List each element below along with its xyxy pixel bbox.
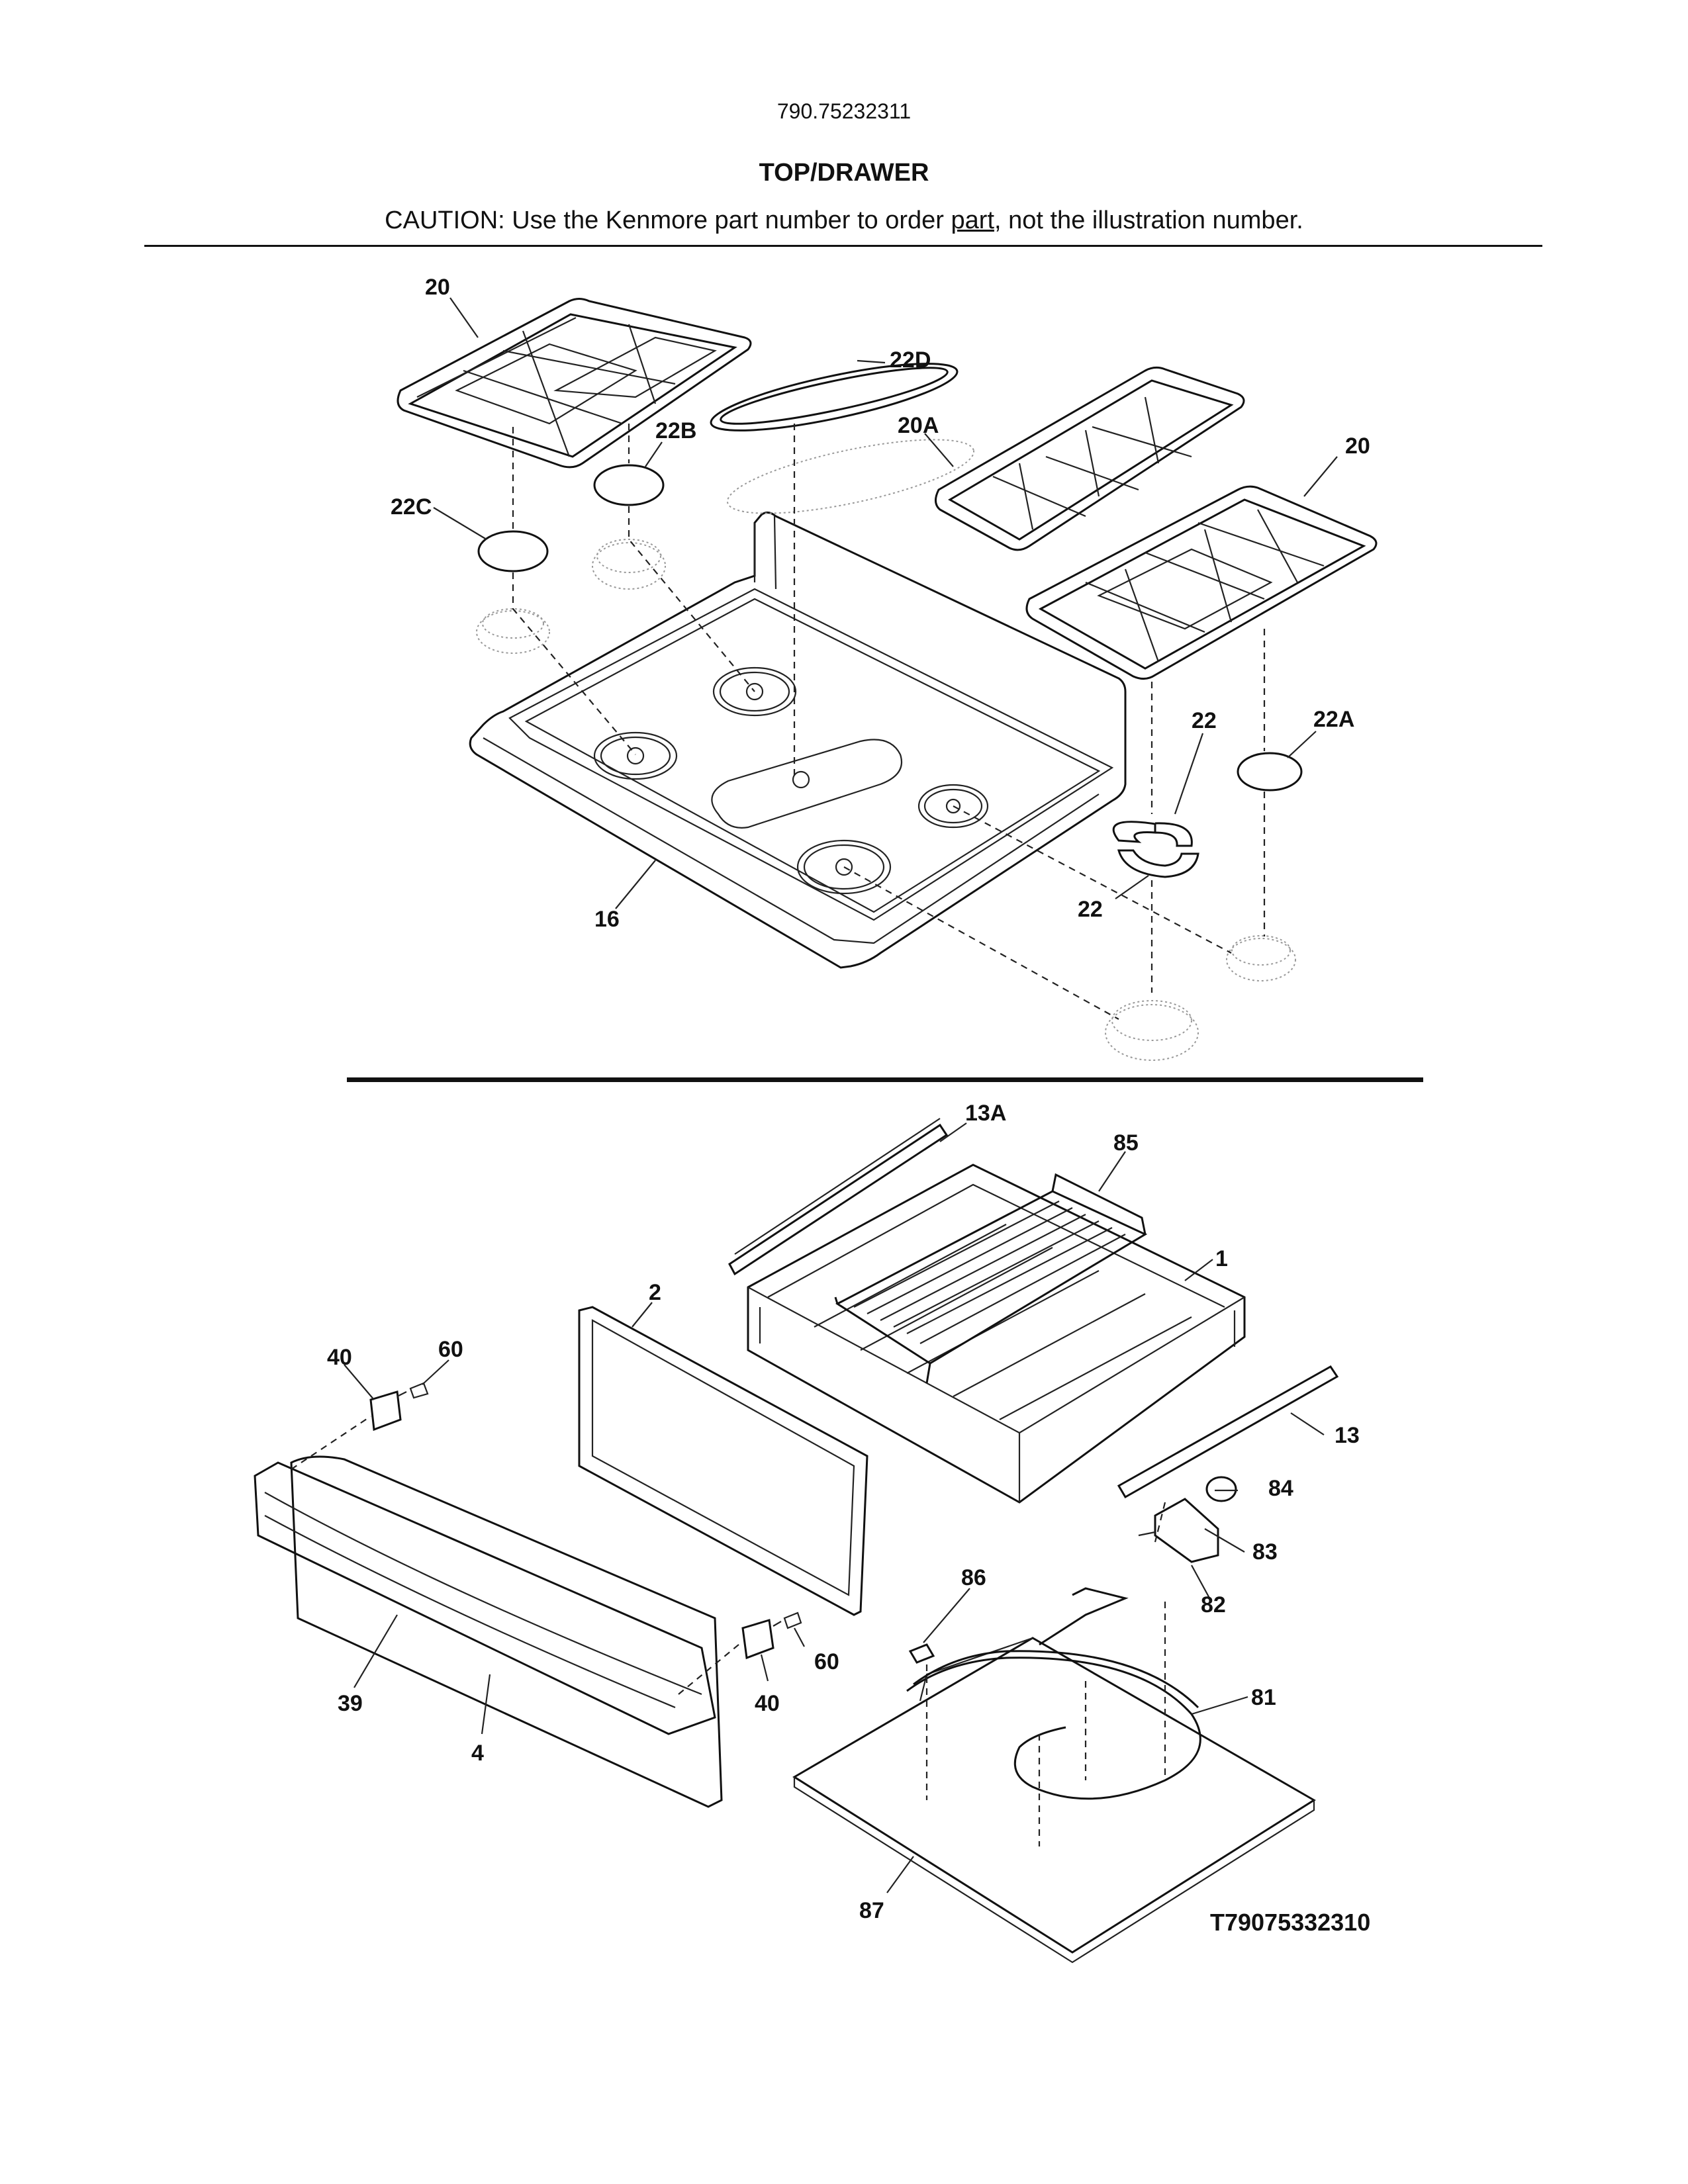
label-cap-c: 22C xyxy=(391,494,432,520)
label-cooktop: 16 xyxy=(594,907,620,932)
cooktop-illustration xyxy=(469,512,1127,969)
label-cap-a: 22A xyxy=(1313,707,1354,732)
label-bracket-sensor: 83 xyxy=(1252,1539,1278,1565)
burner-cap-b xyxy=(593,464,665,506)
grate-center-left-illustration xyxy=(935,366,1245,551)
label-grate-center-left: 20A xyxy=(898,413,939,438)
label-drawer-body: 1 xyxy=(1215,1246,1228,1271)
label-sensor: 84 xyxy=(1268,1476,1293,1501)
label-cap-b: 22B xyxy=(655,418,696,443)
label-rack: 85 xyxy=(1113,1130,1139,1156)
label-clip: 86 xyxy=(961,1565,986,1590)
hardware-illustration xyxy=(369,1382,802,1660)
model-number: 790.75232311 xyxy=(776,99,912,123)
slide-left-illustration xyxy=(728,1118,949,1276)
page-title: TOP/DRAWER xyxy=(759,159,929,187)
top-alignment-lines xyxy=(512,424,1266,1020)
label-handle: 39 xyxy=(338,1691,363,1716)
caution-text-after: , not the illustration number. xyxy=(994,206,1303,234)
sensor-bracket-illustration xyxy=(1138,1476,1237,1563)
drawer-alignment-lines xyxy=(291,1416,1166,1846)
label-bracket-right: 40 xyxy=(755,1691,780,1716)
drawer-liner-illustration xyxy=(578,1306,868,1616)
clip-illustration xyxy=(908,1643,935,1664)
oval-burner-cap-inner xyxy=(720,367,949,425)
label-cap-ring-top: 22 xyxy=(1192,708,1217,733)
top-leader-lines xyxy=(433,297,1338,909)
label-bottom-panel: 87 xyxy=(859,1898,884,1923)
burner-bases xyxy=(476,539,1296,1061)
caution-link-part: part xyxy=(951,206,994,234)
ring-cap-top xyxy=(1112,821,1156,843)
label-cap-ring-bottom: 22 xyxy=(1078,897,1103,922)
label-bracket-lower: 82 xyxy=(1201,1592,1226,1617)
label-liner: 2 xyxy=(649,1280,661,1305)
slide-right-illustration xyxy=(1117,1365,1339,1499)
label-slide-right: 13 xyxy=(1335,1423,1360,1448)
oval-burner-base xyxy=(726,439,975,514)
label-cap-oval: 22D xyxy=(890,347,931,373)
burner-cap-a xyxy=(1237,752,1303,792)
drawer-leader-lines xyxy=(344,1122,1325,1893)
ring-cap-bottom xyxy=(1117,849,1199,878)
caution-note: CAUTION: Use the Kenmore part number to … xyxy=(0,206,1688,235)
drawer-body-illustration xyxy=(747,1163,1246,1504)
label-slide-left: 13A xyxy=(965,1101,1006,1126)
label-grate-right: 20 xyxy=(1345,433,1370,459)
label-grate-left: 20 xyxy=(425,275,450,300)
burner-cap-c xyxy=(477,530,549,572)
label-front-panel: 4 xyxy=(471,1741,484,1766)
diagram-id: T79075332310 xyxy=(1210,1909,1371,1936)
label-screw-left: 60 xyxy=(438,1337,463,1362)
label-screw-right: 60 xyxy=(814,1649,839,1674)
drawer-front-illustration xyxy=(254,1455,723,1808)
caution-text-before: CAUTION: Use the Kenmore part number to … xyxy=(385,206,951,234)
heating-element-illustration xyxy=(906,1587,1201,1800)
header-divider xyxy=(144,245,1542,247)
oven-rack-illustration xyxy=(834,1173,1148,1384)
label-element: 81 xyxy=(1251,1685,1276,1710)
grate-right-illustration xyxy=(1025,485,1378,680)
label-bracket-left: 40 xyxy=(327,1345,352,1370)
section-divider xyxy=(347,1077,1423,1082)
grate-left-illustration xyxy=(397,298,752,469)
